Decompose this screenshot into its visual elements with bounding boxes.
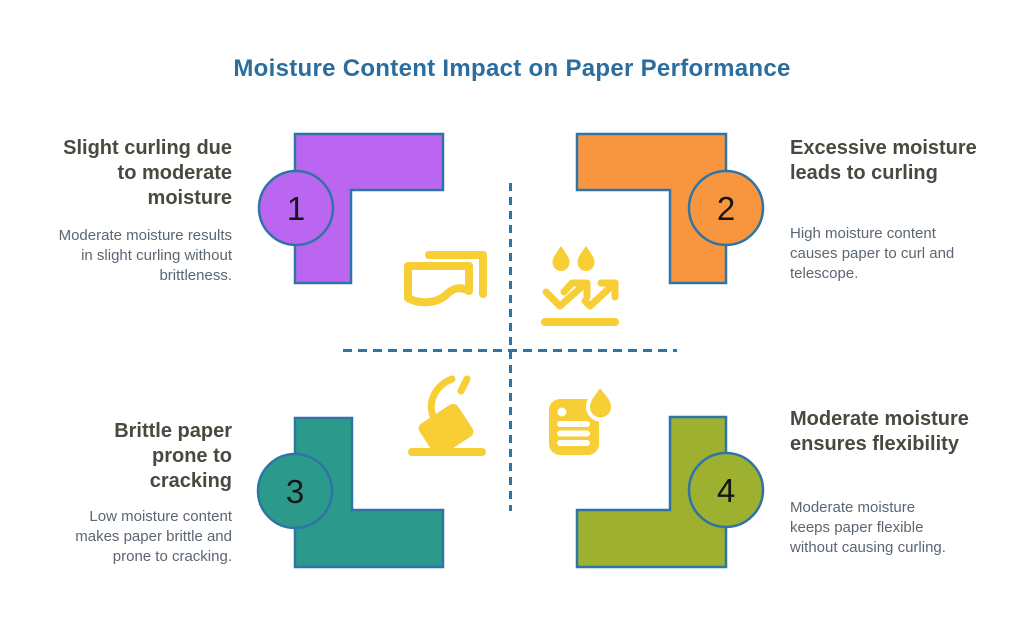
quadrant-2-shape: 2 [575,132,765,285]
moisture-bounce-arrows-icon [541,246,619,326]
step-number-1: 1 [287,190,305,227]
burning-paper-icon [408,375,486,457]
quadrant-3-shape: 3 [256,416,445,569]
curled-paper-icon [404,251,487,307]
step-number-4: 4 [717,472,735,509]
step-number-2: 2 [717,190,735,227]
quadrant-4-shape: 4 [575,415,765,569]
number-circle-2 [687,169,765,247]
quadrant-4-description: Moderate moisture keeps paper flexible w… [790,499,946,557]
l-shape-1 [293,132,445,285]
l-shape-3 [293,416,445,569]
number-circle-1 [257,169,335,247]
page-title: Moisture Content Impact on Paper Perform… [233,55,791,82]
l-shape-2 [575,132,728,285]
quadrant-1-description: Moderate moisture results in slight curl… [58,227,232,285]
vertical-dashed-divider [509,183,512,511]
quadrant-2-description: High moisture content causes paper to cu… [790,225,955,283]
quadrant-2-heading: Excessive moisture leads to curling [790,137,977,184]
wet-document-icon [549,381,616,455]
quadrant-4-heading: Moderate moisture ensures flexibility [790,408,969,455]
quadrant-1-heading: Slight curling due to moderate moisture [63,137,232,209]
number-circle-4 [687,451,765,529]
step-number-3: 3 [286,473,304,510]
l-shape-4 [575,415,728,569]
horizontal-dashed-divider [343,349,677,352]
quadrant-3-description: Low moisture content makes paper brittle… [75,508,232,566]
number-circle-3 [256,452,334,530]
quadrant-3-heading: Brittle paper prone to cracking [114,420,232,492]
quadrant-1-shape: 1 [257,132,445,285]
